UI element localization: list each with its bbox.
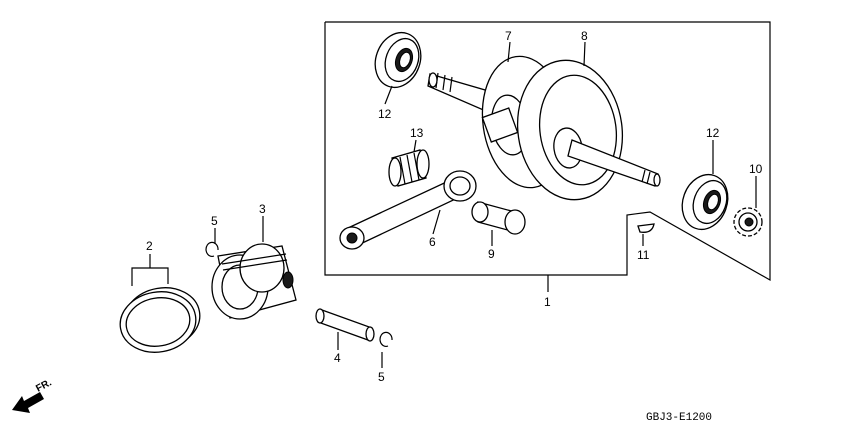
woodruff-key xyxy=(637,223,655,233)
diagram-code: GBJ3-E1200 xyxy=(646,412,712,424)
crank-pin xyxy=(471,201,526,235)
part-labels: 1 2 3 4 5 5 6 7 8 9 10 11 12 12 13 xyxy=(146,29,763,384)
label-part-5-lower: 5 xyxy=(378,370,385,384)
label-part-9: 9 xyxy=(488,247,495,261)
label-part-12-right: 12 xyxy=(706,126,720,140)
label-part-10: 10 xyxy=(749,162,763,176)
front-arrow-icon xyxy=(12,392,44,413)
label-part-2: 2 xyxy=(146,239,153,253)
label-part-6: 6 xyxy=(429,235,436,249)
label-part-7: 7 xyxy=(505,29,512,43)
label-part-1: 1 xyxy=(544,295,551,309)
front-label: FR. xyxy=(34,377,54,394)
needle-bearing xyxy=(388,149,430,187)
crankshaft xyxy=(427,55,661,201)
front-direction-marker: FR. xyxy=(12,377,54,413)
label-part-8: 8 xyxy=(581,29,588,43)
label-part-3: 3 xyxy=(259,202,266,216)
assembly-outline xyxy=(324,21,771,282)
piston-rings xyxy=(119,287,201,353)
piston-pin xyxy=(315,308,375,342)
leader-lines xyxy=(131,41,757,368)
piston-pin-clip-lower xyxy=(379,331,393,347)
label-part-4: 4 xyxy=(334,351,341,365)
label-part-11: 11 xyxy=(637,248,650,262)
timing-gear xyxy=(733,207,763,237)
bearing-left xyxy=(374,31,422,89)
piston-pin-clip-upper xyxy=(205,241,219,257)
piston xyxy=(211,243,297,320)
label-part-5-upper: 5 xyxy=(211,214,218,228)
connecting-rod xyxy=(339,170,477,250)
label-part-12-left: 12 xyxy=(378,107,392,121)
label-part-13: 13 xyxy=(410,126,424,140)
bearing-right xyxy=(681,173,729,231)
